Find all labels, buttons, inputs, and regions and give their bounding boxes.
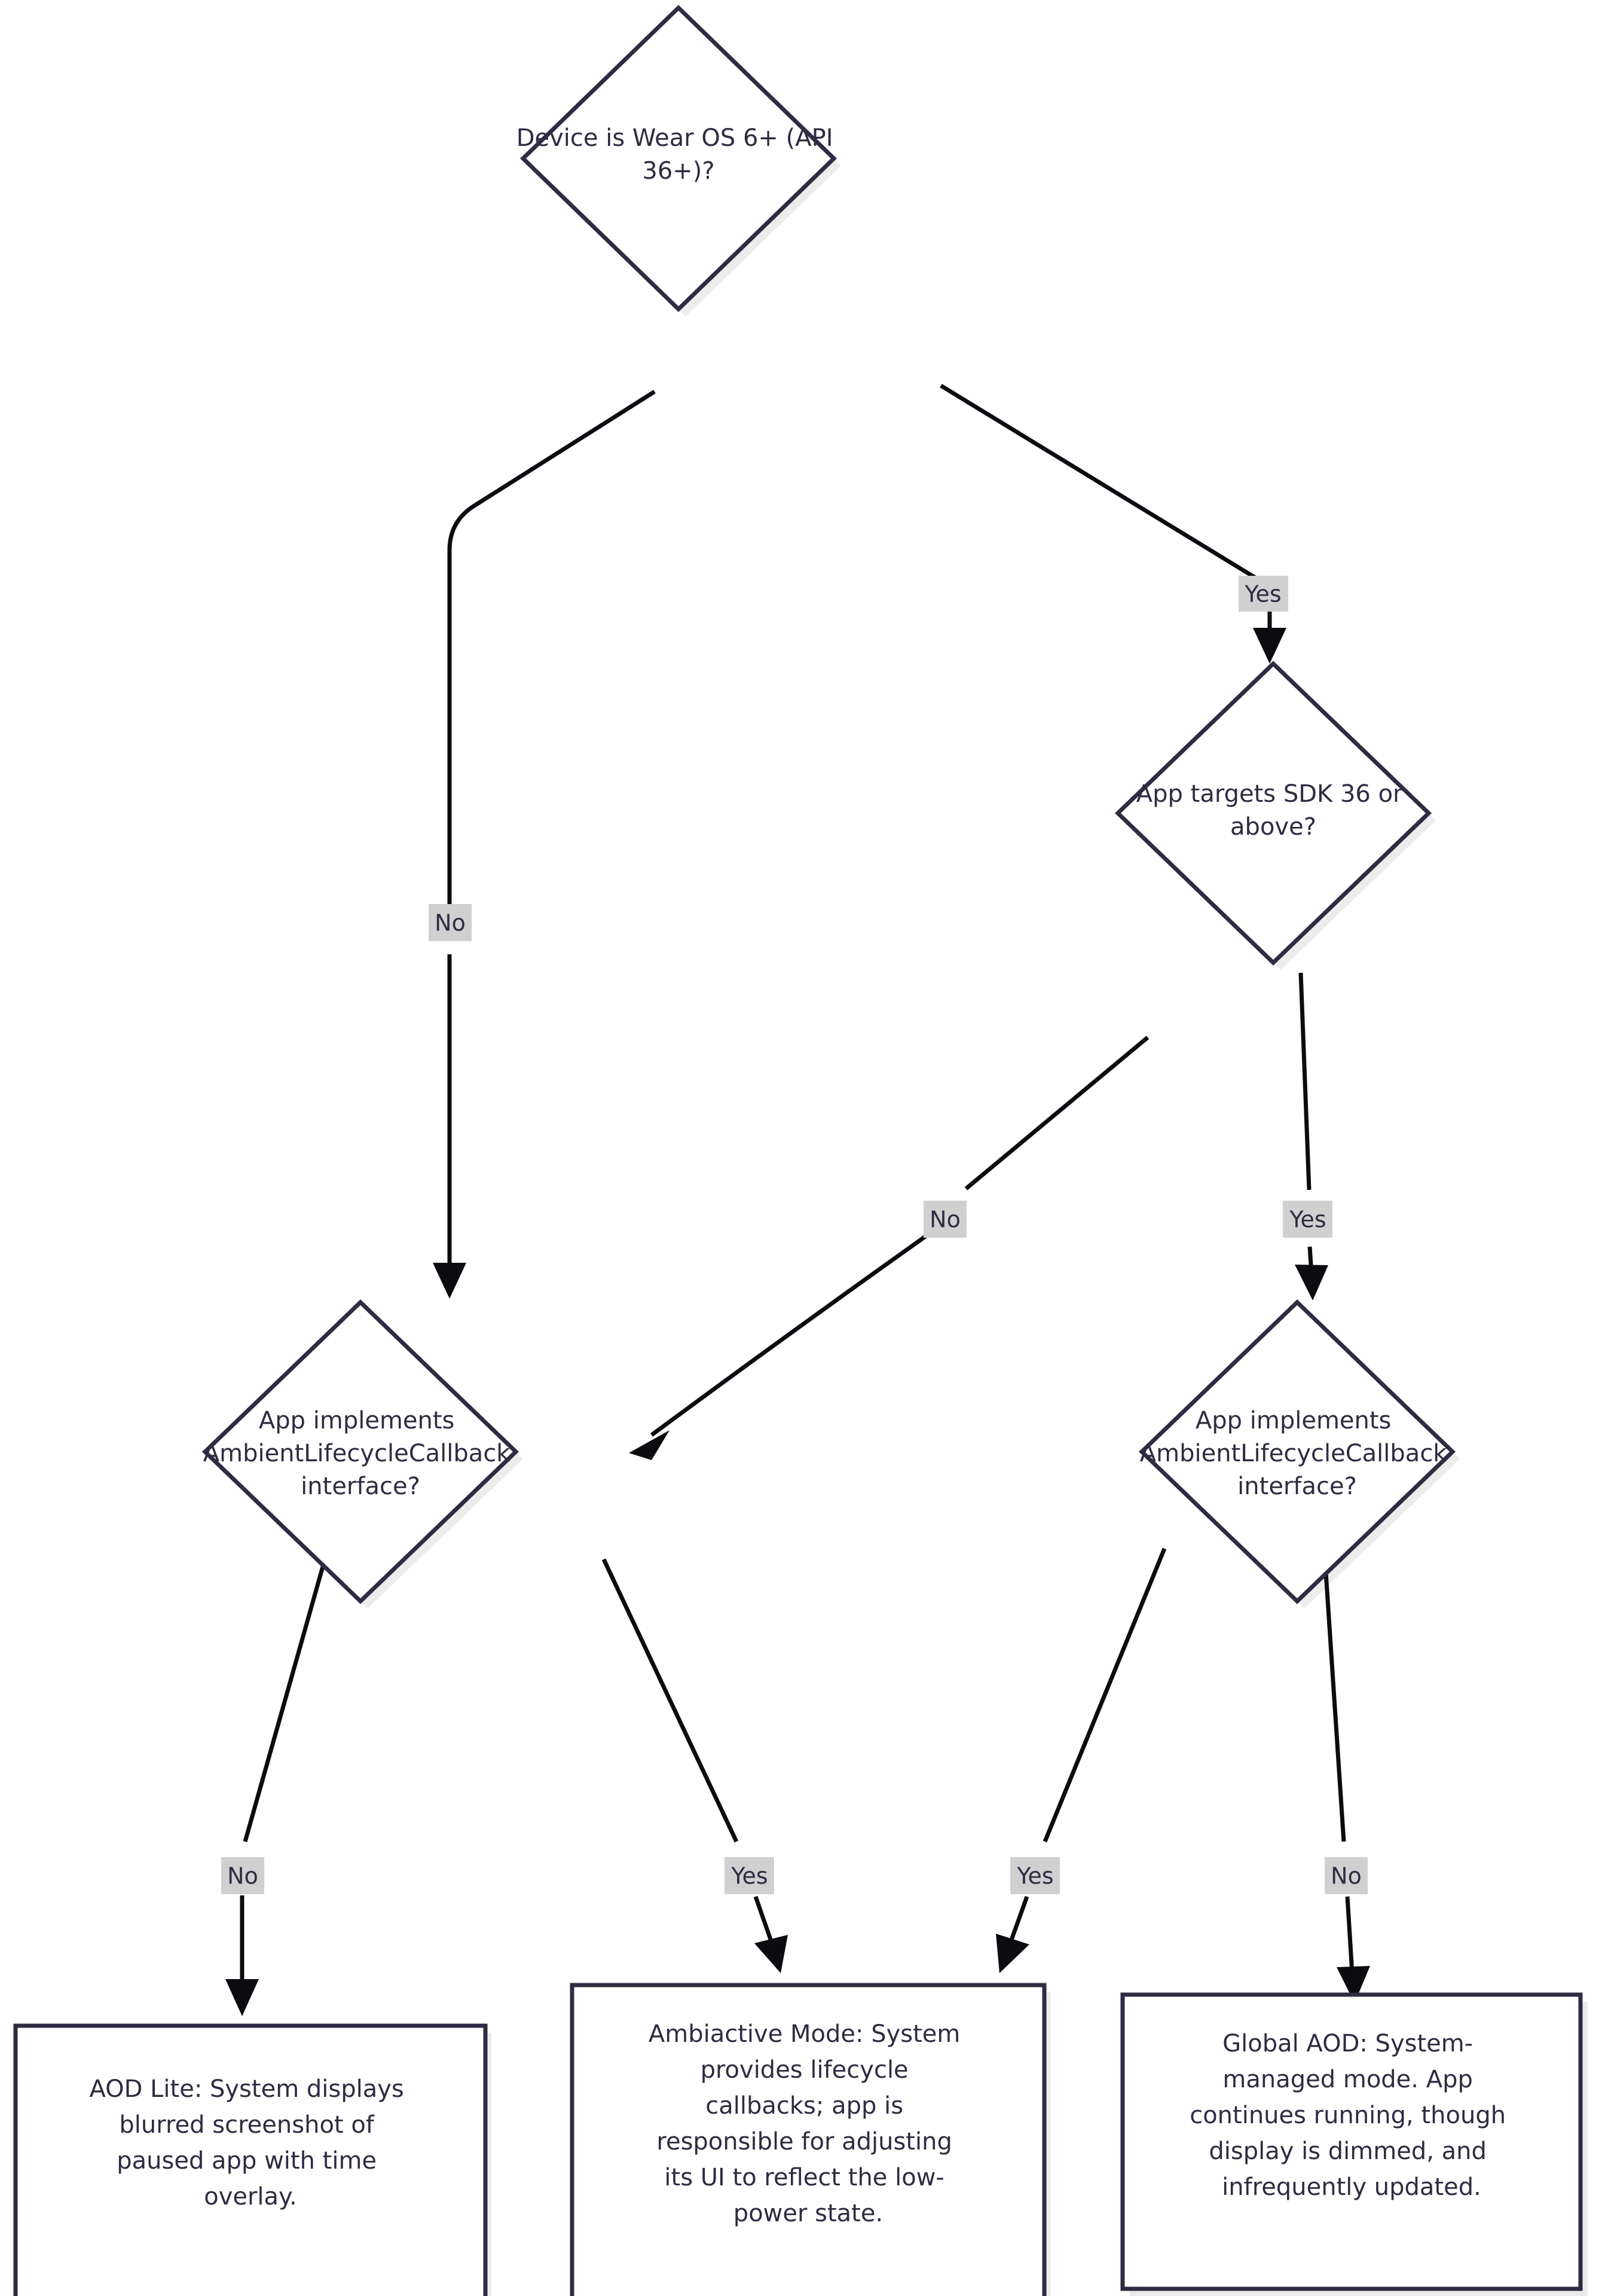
edge-device-to-sdk-line — [940, 384, 1268, 587]
nodes-group: Device is Wear OS 6+ (API 36+)? App targ… — [13, 5, 1583, 2296]
edge-label-bg-no-4 — [1325, 1857, 1368, 1894]
node-targets-sdk[interactable]: App targets SDK 36 or above? — [1114, 661, 1432, 966]
edge-left-to-aodlite-line — [243, 1562, 326, 1842]
device-wear-os-label: Device is Wear OS 6+ (API 36+)? — [516, 124, 841, 185]
edge-label-left-to-ambiactive: Yes — [724, 1857, 774, 1894]
implements-left-label: App implements AmbientLifecycleCallback … — [203, 1407, 518, 1500]
edge-label-text-no-4: No — [1331, 1863, 1362, 1889]
edge-device-to-left-arrowhead — [433, 1263, 466, 1299]
edge-label-text-yes-2: Yes — [1289, 1207, 1326, 1233]
edge-label-bg-yes-1 — [1239, 576, 1288, 612]
implements-left-diamond[interactable] — [201, 1299, 519, 1604]
edge-label-text-yes-3: Yes — [730, 1863, 768, 1889]
node-implements-left[interactable]: App implements AmbientLifecycleCallback … — [201, 1299, 519, 1604]
node-ambiactive[interactable]: Ambiactive Mode: System provides lifecyc… — [570, 1983, 1047, 2296]
edge-sdk-to-right-line — [1298, 972, 1312, 1190]
edge-label-bg-yes-3 — [724, 1857, 774, 1894]
global-aod-label: Global AOD: System- managed mode. App co… — [1190, 2030, 1514, 2201]
edge-label-device-to-left: No — [429, 904, 472, 941]
edge-label-bg-no-2 — [924, 1201, 967, 1238]
edge-label-bg-no-1 — [429, 904, 472, 941]
edge-device-to-left-line — [447, 390, 656, 904]
edge-left-to-aodlite-arrowhead — [225, 1979, 259, 2016]
edge-left-to-ambiactive-line-b — [753, 1895, 775, 1946]
edge-left-to-ambiactive-arrowhead — [754, 1935, 788, 1973]
aod-lite-label: AOD Lite: System displays blurred screen… — [89, 2075, 411, 2210]
edge-sdk-to-left-arrowhead — [629, 1430, 670, 1460]
edge-label-bg-no-3 — [221, 1857, 264, 1894]
edge-label-bg-yes-2 — [1283, 1201, 1332, 1238]
edge-label-text-yes-1: Yes — [1244, 581, 1281, 607]
edge-right-to-ambiactive-line — [1043, 1547, 1167, 1843]
edge-sdk-to-left-line-b — [650, 1235, 927, 1437]
edge-device-to-sdk-arrowhead — [1253, 628, 1286, 664]
global-aod-box[interactable] — [1120, 1992, 1583, 2291]
edge-label-left-to-aodlite: No — [221, 1857, 264, 1894]
edge-right-to-globalaod-arrowhead — [1337, 1966, 1370, 2003]
edges-group — [225, 384, 1370, 2016]
edge-right-to-globalaod-line — [1323, 1572, 1346, 1842]
targets-sdk-diamond[interactable] — [1114, 661, 1432, 966]
edge-left-to-ambiactive-line — [601, 1558, 739, 1843]
implements-right-diamond[interactable] — [1138, 1299, 1456, 1604]
edge-sdk-to-left-line — [964, 1036, 1150, 1190]
edge-label-sdk-to-right: Yes — [1283, 1201, 1332, 1238]
edge-label-device-to-sdk: Yes — [1239, 576, 1288, 612]
edge-right-to-ambiactive-arrowhead — [996, 1934, 1029, 1973]
node-implements-right[interactable]: App implements AmbientLifecycleCallback … — [1138, 1299, 1456, 1604]
aod-lite-box[interactable] — [13, 2023, 488, 2296]
targets-sdk-label: App targets SDK 36 or above? — [1136, 780, 1410, 841]
device-wear-os-diamond[interactable] — [519, 5, 837, 312]
edge-label-text-yes-4: Yes — [1016, 1863, 1053, 1889]
edge-label-sdk-to-left: No — [924, 1201, 967, 1238]
edge-label-text-no-2: No — [930, 1207, 961, 1233]
ambiactive-box[interactable] — [570, 1983, 1047, 2296]
edge-label-right-to-globalaod: No — [1325, 1857, 1368, 1894]
edge-label-right-to-ambiactive: Yes — [1010, 1857, 1060, 1894]
node-global-aod[interactable]: Global AOD: System- managed mode. App co… — [1120, 1992, 1583, 2291]
ambiactive-label: Ambiactive Mode: System provides lifecyc… — [649, 2020, 968, 2227]
node-device-wear-os[interactable]: Device is Wear OS 6+ (API 36+)? — [516, 5, 841, 312]
edge-labels-group: Yes No No Yes No — [221, 576, 1368, 1894]
edge-right-to-globalaod-line-b — [1345, 1896, 1355, 1974]
implements-right-label: App implements AmbientLifecycleCallback … — [1140, 1407, 1454, 1500]
edge-label-bg-yes-4 — [1010, 1857, 1060, 1894]
node-aod-lite[interactable]: AOD Lite: System displays blurred screen… — [13, 2023, 488, 2296]
edge-label-text-no-1: No — [435, 910, 466, 936]
edge-right-to-ambiactive-line-b — [1008, 1895, 1029, 1944]
edge-label-text-no-3: No — [227, 1863, 258, 1889]
edge-sdk-to-right-arrowhead — [1295, 1265, 1328, 1300]
